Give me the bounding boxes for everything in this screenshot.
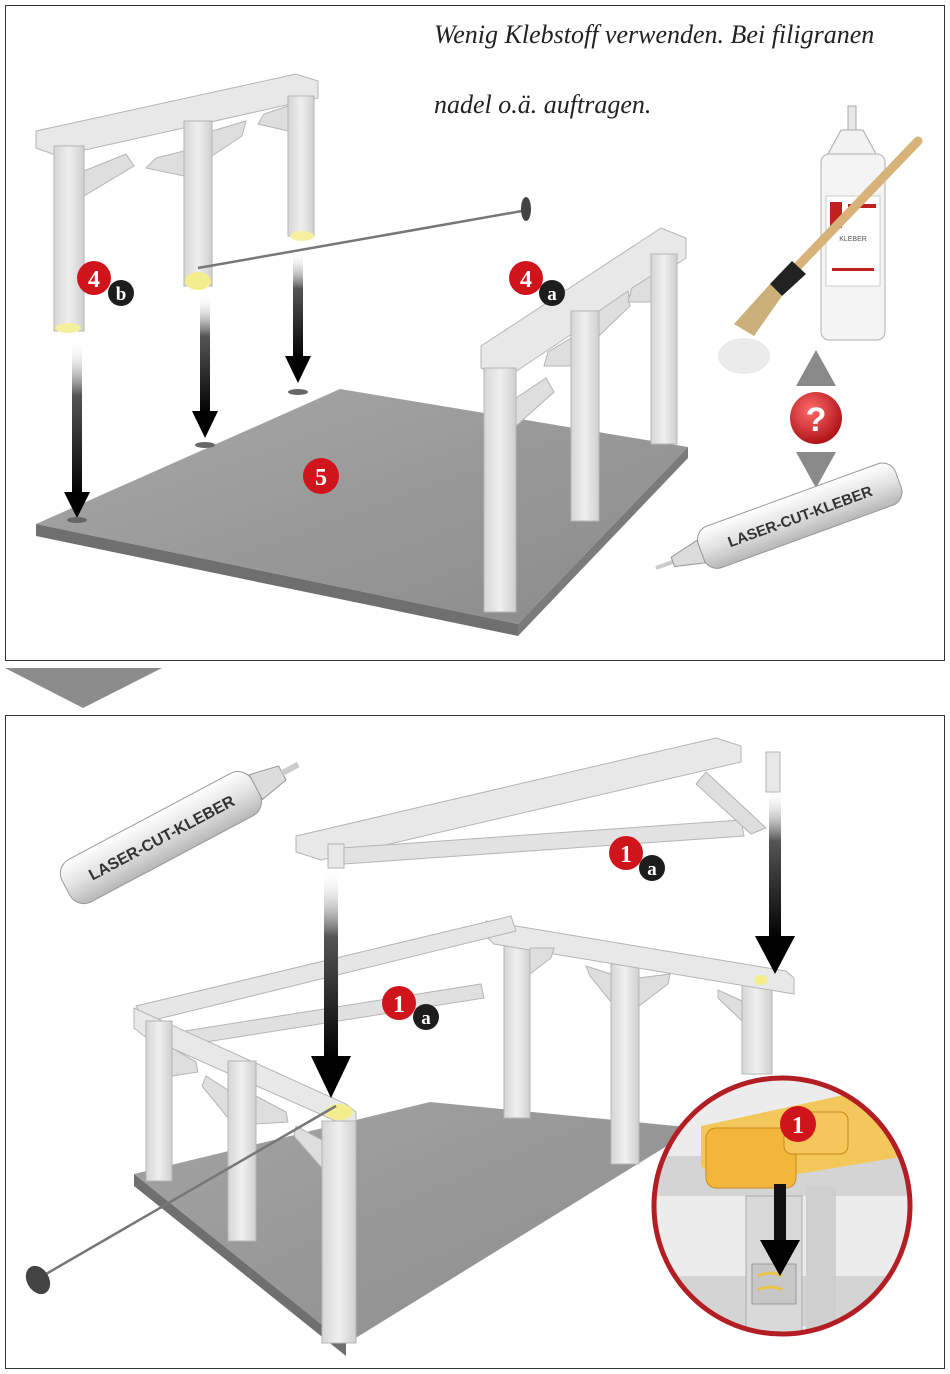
badge-1a-upper: 1 a xyxy=(609,836,665,881)
laser-cut-glue-tube-bottom: LASER-CUT-KLEBER xyxy=(55,743,310,909)
svg-text:a: a xyxy=(421,1008,431,1029)
glue-bottle: KLEBER xyxy=(821,106,885,340)
laser-cut-glue-tube-top: LASER-CUT-KLEBER xyxy=(648,459,905,589)
step-panel-top: Wenig Klebstoff verwenden. Bei filigrane… xyxy=(5,5,945,661)
svg-text:1: 1 xyxy=(393,992,405,1018)
step-panel-bottom: 1 a 1 a xyxy=(5,715,945,1369)
svg-text:?: ? xyxy=(806,401,827,439)
svg-text:1: 1 xyxy=(792,1113,804,1139)
joint-detail-zoom: 1 xyxy=(646,1078,926,1346)
svg-text:4: 4 xyxy=(520,267,532,293)
frame-part-4b xyxy=(36,74,318,333)
svg-text:a: a xyxy=(547,284,557,305)
glue-needle xyxy=(198,197,531,268)
svg-text:1: 1 xyxy=(620,842,632,868)
svg-text:a: a xyxy=(647,859,657,880)
svg-text:5: 5 xyxy=(315,465,327,491)
glue-brush xyxy=(718,141,918,374)
badge-5: 5 xyxy=(303,458,339,494)
bottom-assembly-illustration: 1 a 1 a xyxy=(6,716,945,1369)
badge-4a: 4 a xyxy=(509,261,565,306)
badge-4b: 4 b xyxy=(77,261,134,306)
svg-text:4: 4 xyxy=(88,267,100,293)
question-mark-icon: ? xyxy=(790,350,842,488)
roof-rafter-upper xyxy=(296,738,780,868)
svg-text:KLEBER: KLEBER xyxy=(839,236,867,243)
top-assembly-illustration: 4 b 4 a 5 KLEBER xyxy=(6,6,945,661)
svg-text:b: b xyxy=(116,284,127,305)
